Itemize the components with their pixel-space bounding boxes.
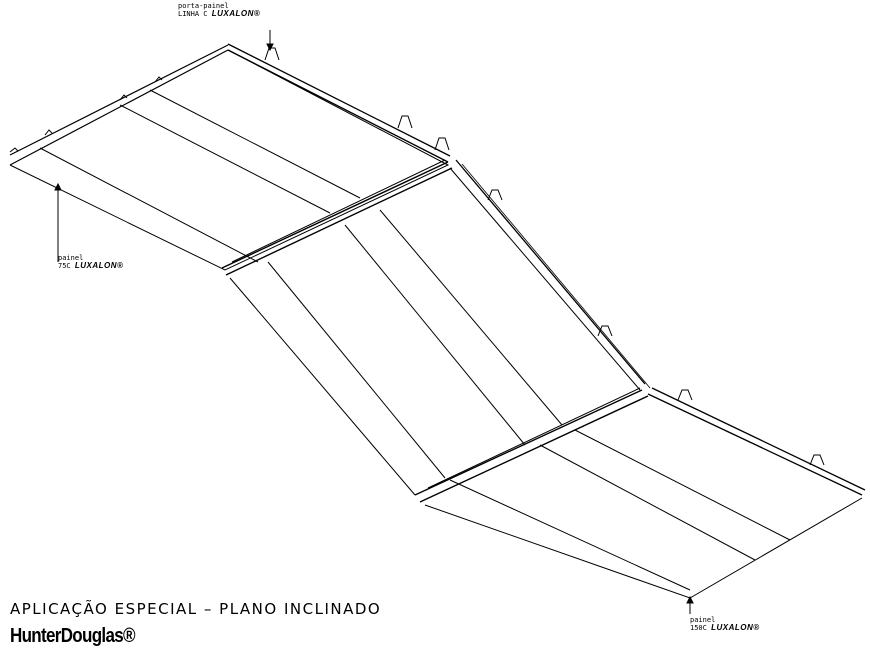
panel-75c-callout-model: 75C [58,262,71,270]
panel-150c-callout: painel 150C LUXALON® [690,616,760,632]
luxalon-brand: LUXALON® [74,261,124,270]
panel-hooks [9,76,163,153]
panel-150c-callout-model: 150C [690,624,707,632]
carrier-clips [264,47,825,466]
hunter-douglas-logo: HunterDouglas® [10,625,136,647]
upper-carrier-beam [221,159,453,276]
inclined-panel-section [229,159,651,496]
carrier-callout: porta-painel LINHA C LUXALON® [178,2,260,18]
panel-150c-callout-label: painel [690,616,716,624]
luxalon-brand: LUXALON® [711,623,760,632]
leader-arrows [54,30,694,614]
upper-panel-section [9,43,451,271]
panel-75c-callout-label: painel [58,254,84,262]
carrier-callout-line: LINHA C [178,10,208,18]
lower-panel-section [424,387,866,599]
drawing-title: APLICAÇÃO ESPECIAL – PLANO INCLINADO [10,600,382,618]
luxalon-brand: LUXALON® [211,9,261,18]
panel-75c-callout: painel 75C LUXALON® [58,254,123,270]
carrier-callout-label: porta-painel [178,2,229,10]
lower-carrier-beam [414,387,649,503]
